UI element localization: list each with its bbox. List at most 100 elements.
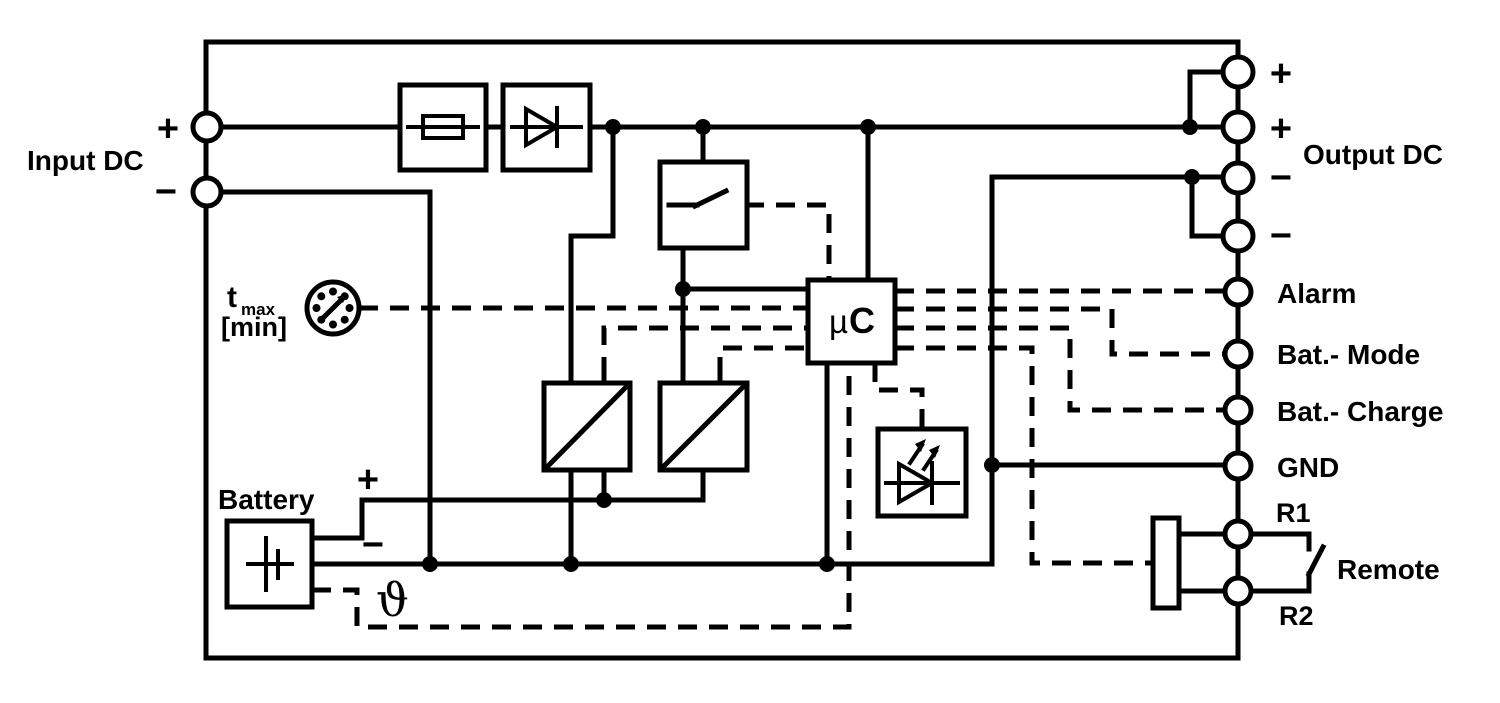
battery-plus-sign: + xyxy=(357,459,379,501)
ctl-uc-to-bat-charge xyxy=(895,325,1225,413)
solid-wires xyxy=(203,69,1327,594)
terminal-output-plus1 xyxy=(1220,54,1256,90)
junction-dot xyxy=(984,457,1000,473)
battery-minus-sign: − xyxy=(362,524,384,566)
battery-cell-icon xyxy=(246,536,294,592)
dial-mark xyxy=(329,320,337,329)
diode-icon xyxy=(510,105,583,149)
terminal-input-plus xyxy=(190,110,224,144)
r1-label: R1 xyxy=(1276,498,1311,528)
labels: Input DC + − Output DC + + − − Alarm Bat… xyxy=(27,53,1443,631)
output-plus1-sign: + xyxy=(1270,53,1292,95)
dial-pointer-tip xyxy=(337,294,347,303)
terminal-bat-charge xyxy=(1222,394,1254,426)
converter1-block xyxy=(541,380,633,473)
converter2-block xyxy=(657,380,750,473)
switch-contact-icon xyxy=(666,187,730,210)
junction-dot xyxy=(596,492,612,508)
ctl-battery-temp-to-uc xyxy=(312,363,852,630)
fuse-block xyxy=(397,82,489,173)
tmax-symbol: t xyxy=(227,281,237,314)
dial-mark xyxy=(317,292,326,301)
dial-ring xyxy=(304,279,362,337)
dial-mark xyxy=(345,304,354,312)
ctl-converter2-to-uc xyxy=(717,345,808,376)
switch-block xyxy=(657,159,750,251)
microcontroller-c-label: C xyxy=(849,300,875,341)
remote-switch-blade xyxy=(1305,543,1327,578)
wire-input-negative xyxy=(203,189,433,567)
diode-block xyxy=(500,82,593,173)
diode-triangle xyxy=(524,105,561,149)
junction-dot xyxy=(1184,169,1200,185)
terminals xyxy=(190,54,1256,607)
input-dc-label: Input DC xyxy=(27,145,144,176)
terminal-r1 xyxy=(1222,518,1254,550)
terminal-r2 xyxy=(1222,575,1254,607)
gnd-label: GND xyxy=(1277,452,1339,483)
battery-label: Battery xyxy=(218,484,315,515)
terminal-output-plus2 xyxy=(1220,109,1256,145)
dial-pointer xyxy=(319,295,346,322)
input-plus-sign: + xyxy=(157,108,179,150)
input-minus-sign: − xyxy=(155,171,177,213)
dc-dc-converter-icon xyxy=(658,381,749,472)
led-arrow2-head xyxy=(929,445,940,458)
terminal-input-minus xyxy=(190,175,224,209)
fuse-icon xyxy=(406,114,480,140)
dashed-control-wires xyxy=(312,202,1225,630)
ctl-uc-to-bat-mode xyxy=(895,306,1225,357)
wire-battery-positive xyxy=(309,467,706,541)
ctl-uc-to-led xyxy=(872,363,925,429)
remote-connector-block xyxy=(1150,515,1182,611)
switch-blade xyxy=(691,187,730,210)
microcontroller-block: µ C xyxy=(805,277,898,366)
junction-dot xyxy=(1182,119,1198,135)
remote-label: Remote xyxy=(1337,554,1440,585)
timer-dial-icon xyxy=(304,279,362,337)
wire-r1-external xyxy=(1248,531,1312,552)
bat-mode-label: Bat.- Mode xyxy=(1277,339,1420,370)
bat-charge-label: Bat.- Charge xyxy=(1277,396,1443,427)
tmax-subscript: max xyxy=(241,300,276,319)
dial-mark xyxy=(340,315,349,324)
terminal-output-minus2 xyxy=(1220,218,1256,254)
alarm-label: Alarm xyxy=(1277,278,1356,309)
junction-dots xyxy=(422,119,1200,572)
output-dc-label: Output DC xyxy=(1303,139,1443,170)
components: µ C xyxy=(224,82,1182,611)
output-minus2-sign: − xyxy=(1270,215,1292,257)
junction-dot xyxy=(819,556,835,572)
led-triangle xyxy=(897,460,937,506)
output-plus2-sign: + xyxy=(1270,108,1292,150)
ctl-switch-to-uc xyxy=(714,202,832,280)
microcontroller-box xyxy=(805,277,898,366)
battery-block xyxy=(224,518,315,610)
microcontroller-mu-label: µ xyxy=(829,303,848,340)
junction-dot xyxy=(605,119,621,135)
dial-mark xyxy=(312,304,321,312)
led-icon xyxy=(884,439,960,506)
junction-dot xyxy=(860,119,876,135)
ctl-converter1-to-uc xyxy=(601,325,808,376)
junction-dot xyxy=(563,556,579,572)
terminal-bat-mode xyxy=(1222,338,1254,370)
terminal-alarm xyxy=(1222,276,1254,308)
battery-temp-theta-symbol: ϑ xyxy=(376,573,409,627)
output-minus1-sign: − xyxy=(1270,157,1292,199)
wire-converter1-feed xyxy=(568,124,616,386)
junction-dot xyxy=(695,119,711,135)
junction-dot xyxy=(422,556,438,572)
terminal-gnd xyxy=(1222,450,1254,482)
dc-dc-converter-icon xyxy=(542,381,632,472)
r2-label: R2 xyxy=(1279,601,1314,631)
ctl-uc-to-remote xyxy=(895,345,1153,566)
fuse-body xyxy=(421,114,465,140)
wire-negative-rail xyxy=(309,174,995,567)
led-arrow1-head xyxy=(915,439,926,452)
tmax-unit: [min] xyxy=(221,312,287,342)
terminal-output-minus1 xyxy=(1220,160,1256,196)
junction-dot xyxy=(675,281,691,297)
